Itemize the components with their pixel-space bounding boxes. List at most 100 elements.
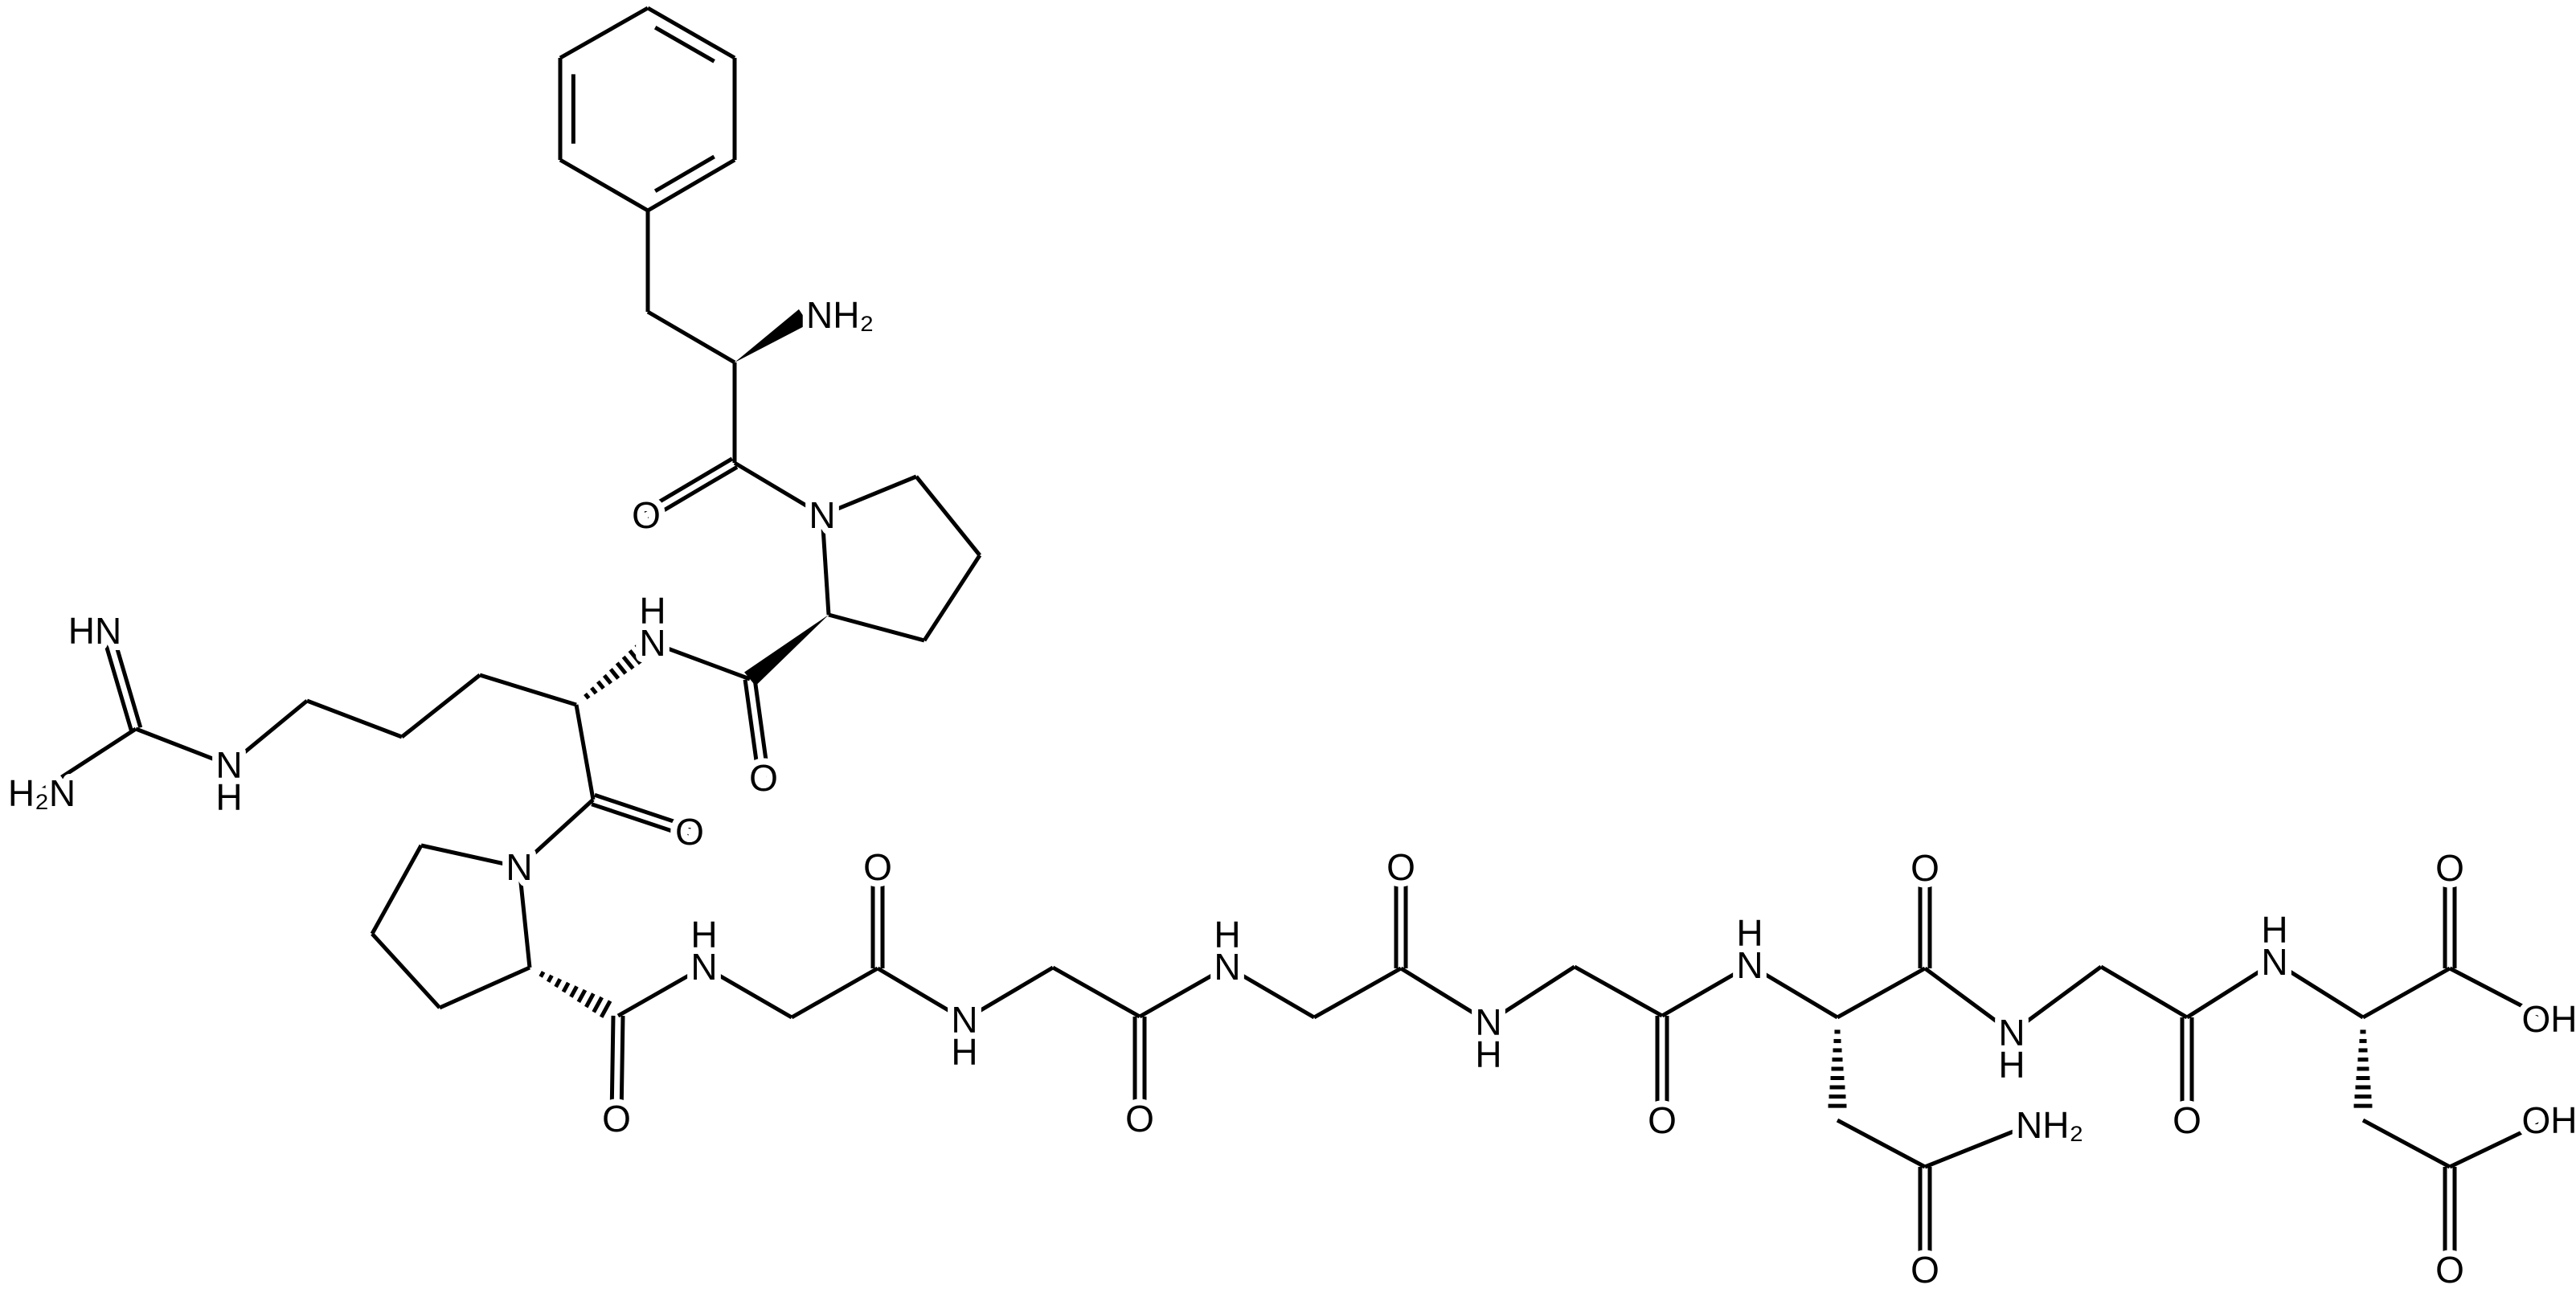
hashed-bond [569,985,579,998]
single-bond [828,612,925,643]
single-bond [371,932,441,1009]
hashed-bond [554,978,563,988]
single-bond [1923,966,2013,1035]
hashed-bond [576,988,588,1004]
double-bond [647,465,739,522]
single-bond [1051,965,1141,1019]
single-bond [518,798,595,869]
atom-label: N [215,744,242,786]
single-bond [1399,966,1490,1025]
single-bond [1748,963,1839,1020]
hashed-bond [634,643,649,661]
hashed-bond [599,1000,612,1018]
double-bond [743,679,761,780]
atom-label: H [1475,1033,1501,1075]
hashed-bond [621,655,635,670]
atom-label: O [2435,1249,2464,1289]
single-bond [646,309,736,365]
single-bond [733,460,824,518]
aromatic-bond [646,6,736,60]
atom-label: OH [2522,1099,2576,1141]
single-bond [420,843,520,870]
single-bond [2273,960,2365,1020]
single-bond [1487,964,1576,1025]
single-bond [2361,966,2451,1020]
single-bond [479,673,577,707]
atom-label: N [951,999,977,1041]
atom-label: O [1910,1249,1939,1289]
hashed-bond [561,981,571,993]
hashed-bond [546,974,554,983]
atom-label: O [1910,847,1939,889]
double-bond [100,631,133,731]
single-bond [915,475,981,557]
hashed-bond [615,661,628,675]
single-bond [652,640,751,681]
aromatic-bond [646,158,736,213]
double-bond [609,1015,616,1119]
single-bond [135,726,230,767]
atom-label: H [1214,914,1240,955]
hashed-bond [590,686,598,695]
single-bond [702,964,793,1020]
atom-label: H [215,776,242,818]
wedge-bond [744,615,829,686]
single-bond [1313,966,1403,1020]
single-bond [400,673,481,739]
single-bond [876,966,966,1022]
double-bond [109,628,143,729]
aromatic-inner-bond [653,26,715,63]
atom-label: N [1475,1001,1501,1043]
atom-label: H [1998,1044,2025,1086]
hashed-bond [539,971,546,978]
atom-label: NH₂ [2016,1104,2083,1146]
aromatic-inner-bond [653,154,715,193]
atom-label: OH [2522,998,2576,1040]
double-bond [591,802,689,839]
atom-label: H [951,1031,977,1073]
single-bond [922,554,982,642]
atom-label: O [2173,1099,2201,1141]
single-bond [820,514,831,616]
atom-label: O [1648,1099,1677,1141]
atom-label: N [809,494,835,536]
hashed-bond [584,992,596,1009]
atom-label: O [602,1098,631,1140]
single-bond [1836,1118,1927,1169]
single-bond [616,964,706,1018]
hashed-bond [592,996,604,1013]
single-bond [1924,1123,2030,1169]
bonds [35,6,2549,1270]
hashed-bond [628,649,642,665]
atom-label: N [1214,946,1240,988]
single-bond [1138,964,1229,1019]
single-bond [821,474,917,518]
double-bond [752,677,771,778]
double-bond [594,792,692,829]
aromatic-bond [559,6,649,60]
aromatic-bond [559,158,649,213]
atom-label: N [2261,941,2287,983]
single-bond [370,844,424,935]
single-bond [574,704,596,800]
single-bond [517,866,532,968]
single-bond [35,726,137,796]
single-bond [1573,964,1664,1018]
atom-label: O [1125,1098,1154,1140]
single-bond [2010,964,2103,1035]
hashed-bond [602,673,612,685]
atom-label: N [1998,1012,2025,1054]
atom-label: HN [68,610,121,652]
hashed-bond [584,692,591,700]
single-bond [438,965,531,1010]
atom-label: O [675,811,704,853]
atom-label: H [2261,909,2287,951]
single-bond [1226,964,1316,1020]
single-bond [1661,963,1751,1018]
single-bond [2099,964,2189,1020]
atom-label: H₂N [8,772,76,814]
atom-label: O [2435,847,2464,889]
single-bond [2185,960,2276,1020]
